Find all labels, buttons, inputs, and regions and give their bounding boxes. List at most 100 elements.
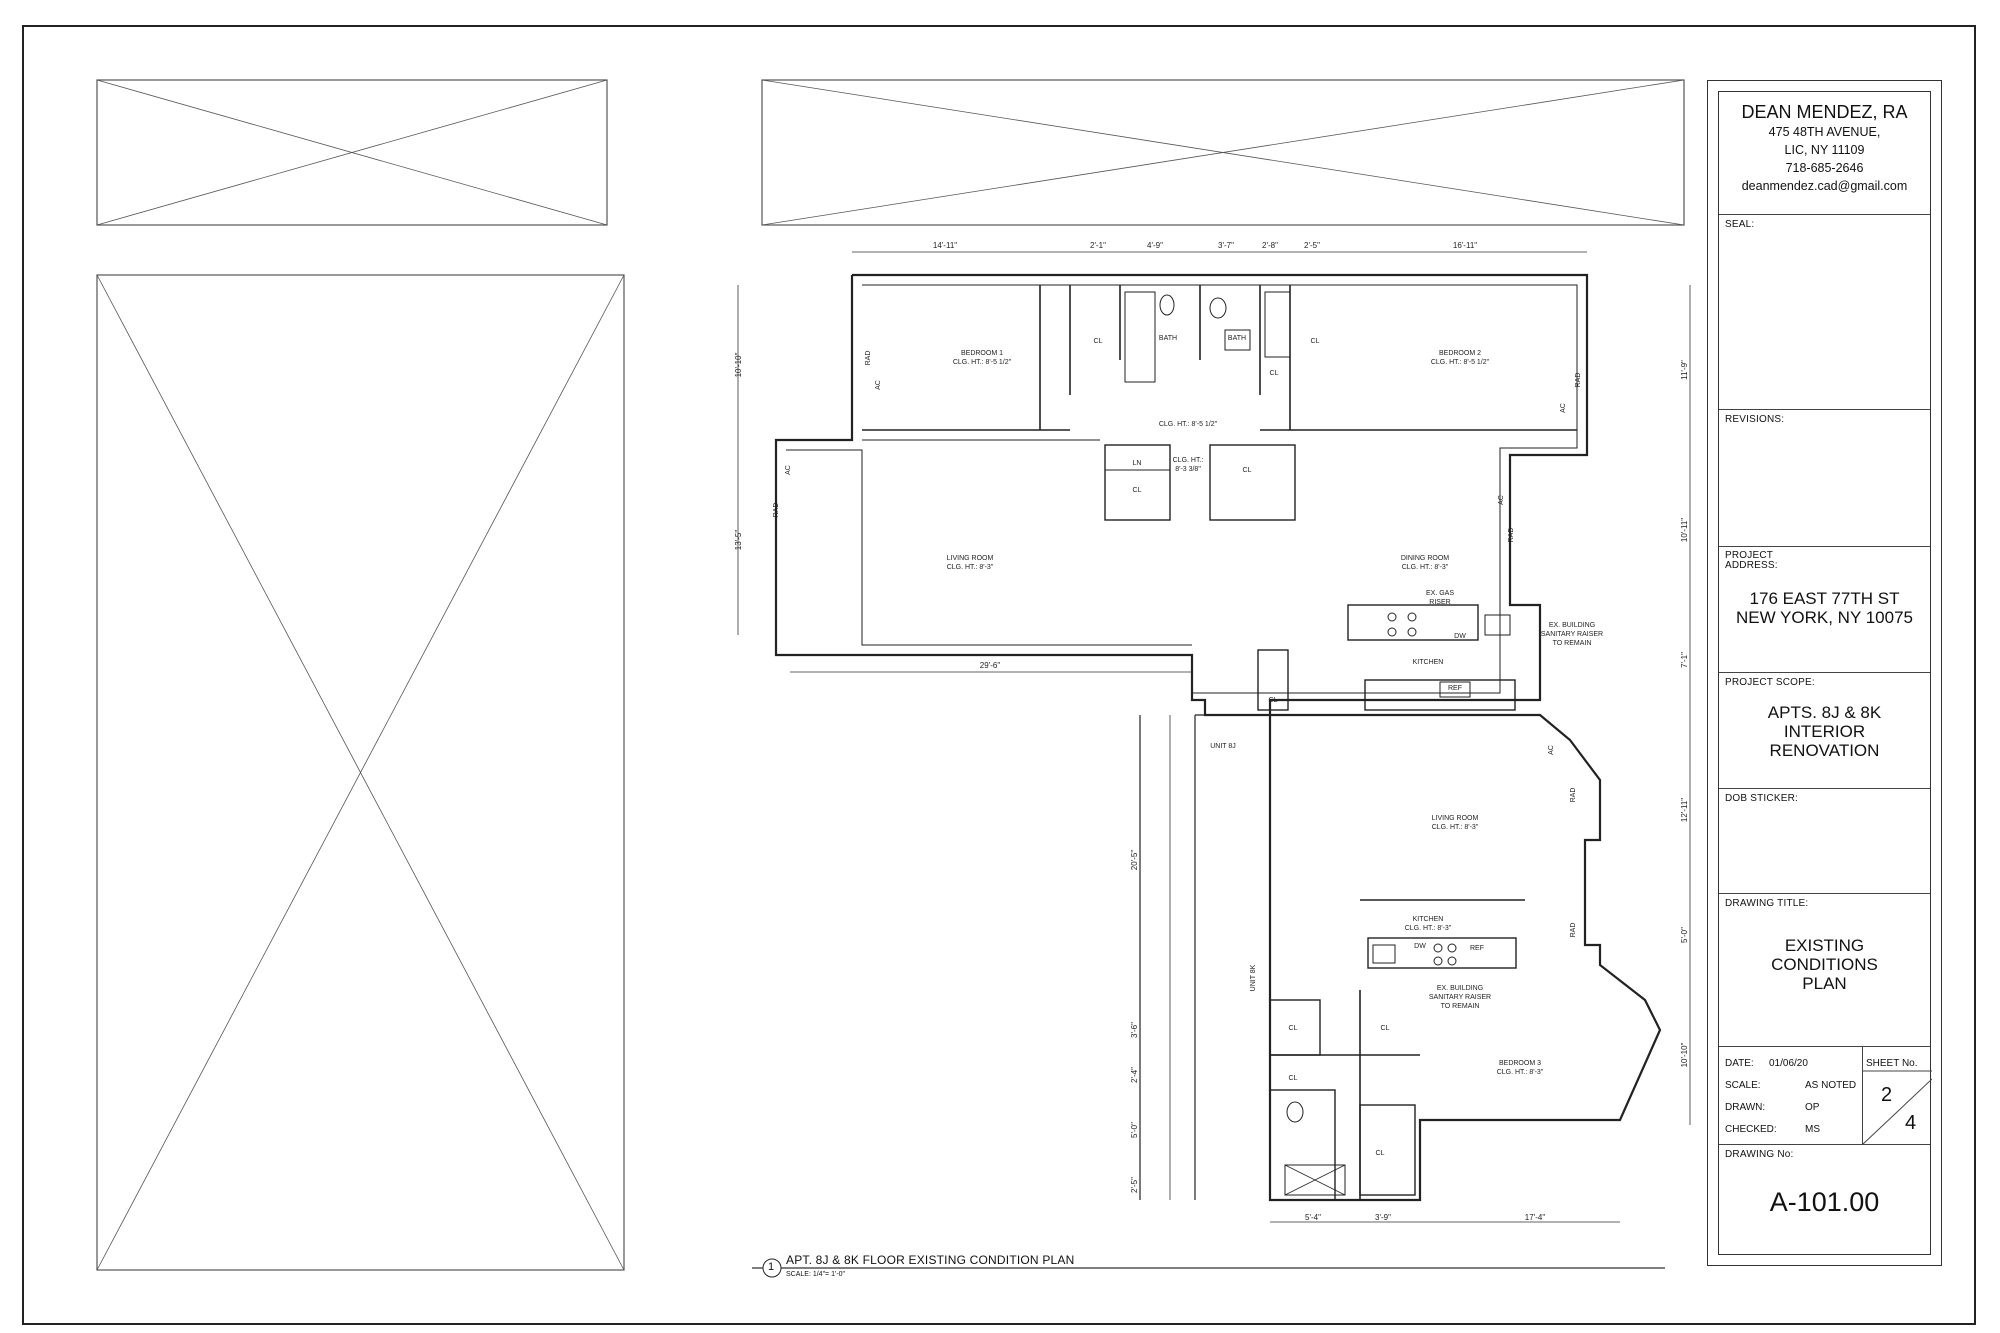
room-bath-2: BATH bbox=[1228, 335, 1246, 342]
room-cl-5: CL bbox=[1243, 467, 1252, 474]
dim-right-0: 11'-9" bbox=[1680, 360, 1689, 380]
drawing-no-label: DRAWING No: bbox=[1725, 1149, 1794, 1160]
room-dining: DINING ROOM bbox=[1401, 555, 1449, 562]
san-2b: SANITARY RAISER bbox=[1429, 994, 1491, 1001]
dim-right-3: 12'-11" bbox=[1680, 798, 1689, 822]
dim-bottom-2: 17'-4" bbox=[1525, 1213, 1546, 1222]
project-address-1: 176 EAST 77TH ST bbox=[1749, 589, 1900, 608]
room-living2-clg: CLG. HT.: 8'-3" bbox=[1432, 824, 1479, 831]
room-bedroom2-clg: CLG. HT.: 8'-5 1/2" bbox=[1431, 359, 1490, 366]
seal-label: SEAL: bbox=[1725, 219, 1755, 230]
title-block-outer bbox=[1707, 80, 1942, 1266]
room-bedroom2: BEDROOM 2 bbox=[1439, 350, 1481, 357]
title-block: DEAN MENDEZ, RA 475 48TH AVENUE, LIC, NY… bbox=[1718, 91, 1932, 1255]
kitchen-label-2: KITCHEN bbox=[1413, 916, 1444, 923]
date-label: DATE: bbox=[1725, 1058, 1754, 1069]
gas-riser-1: EX. GAS bbox=[1426, 590, 1454, 597]
dim-bottom-0: 5'-4" bbox=[1305, 1213, 1321, 1222]
rad-label-2: RAD bbox=[1575, 373, 1582, 388]
dim-right-2: 7'-1" bbox=[1680, 652, 1689, 668]
dim-unit-k-left-0: 20'-5" bbox=[1130, 850, 1139, 871]
room-bedroom1: BEDROOM 1 bbox=[961, 350, 1003, 357]
drawing-no: A-101.00 bbox=[1769, 1187, 1880, 1217]
san-1a: EX. BUILDING bbox=[1549, 622, 1595, 629]
dob-cell: DOB STICKER: bbox=[1719, 789, 1930, 894]
ac-label-4: AC bbox=[1498, 495, 1505, 505]
checked-value: MS bbox=[1805, 1124, 1820, 1135]
room-bedroom3-clg: CLG. HT.: 8'-3" bbox=[1497, 1069, 1544, 1076]
revisions-cell: REVISIONS: bbox=[1719, 410, 1930, 547]
ac-label-5: AC bbox=[1548, 745, 1555, 755]
room-hall-clg: CLG. HT.: 8'-5 1/2" bbox=[1159, 421, 1218, 428]
unit-8k-label: UNIT 8K bbox=[1250, 964, 1257, 991]
room-cl-3: CL bbox=[1270, 370, 1279, 377]
drawing-number-circle bbox=[762, 1258, 782, 1278]
unit-8j-label: UNIT 8J bbox=[1210, 743, 1236, 750]
dw-label-2: DW bbox=[1414, 943, 1426, 950]
room-living1-clg: CLG. HT.: 8'-3" bbox=[947, 564, 994, 571]
title-line-2: CONDITIONS bbox=[1771, 955, 1878, 974]
room-cl-8: CL bbox=[1381, 1025, 1390, 1032]
room-living1: LIVING ROOM bbox=[947, 555, 994, 562]
rad-label-6: RAD bbox=[1570, 923, 1577, 938]
rad-label-1: RAD bbox=[865, 351, 872, 366]
dim-bottom-1: 3'-9" bbox=[1375, 1213, 1391, 1222]
dim-top-3: 3'-7" bbox=[1218, 241, 1234, 250]
scope-line-2: INTERIOR bbox=[1783, 722, 1866, 741]
placeholder-left-tall bbox=[96, 274, 625, 1271]
dw-label-1: DW bbox=[1454, 633, 1466, 640]
scope-line-3: RENOVATION bbox=[1769, 741, 1880, 760]
san-1b: SANITARY RAISER bbox=[1541, 631, 1603, 638]
room-dining-clg: CLG. HT.: 8'-3" bbox=[1402, 564, 1449, 571]
ref-label-1: REF bbox=[1448, 685, 1462, 692]
placeholder-top-center bbox=[761, 79, 1685, 226]
firm-info: DEAN MENDEZ, RA 475 48TH AVENUE, LIC, NY… bbox=[1719, 102, 1930, 195]
drawing-title-cell: DRAWING TITLE: EXISTING CONDITIONS PLAN bbox=[1719, 894, 1930, 1047]
firm-address-2: LIC, NY 11109 bbox=[1784, 143, 1865, 157]
dim-top-0: 14'-11" bbox=[933, 241, 957, 250]
project-address-label: PROJECT ADDRESS: bbox=[1725, 551, 1778, 571]
dim-unit-k-left-4: 2'-5" bbox=[1130, 1177, 1139, 1193]
dim-left-0: 10'-10" bbox=[734, 352, 743, 377]
project-address-label-1: PROJECT bbox=[1725, 550, 1774, 561]
room-cl-4: CL bbox=[1133, 487, 1142, 494]
room-clg-small-1: CLG. HT.: bbox=[1173, 457, 1204, 464]
dim-top-2: 4'-9" bbox=[1147, 241, 1163, 250]
dim-top-5: 2'-5" bbox=[1304, 241, 1320, 250]
ac-label-3: AC bbox=[785, 465, 792, 475]
rad-label-4: RAD bbox=[1508, 528, 1515, 543]
date-value: 01/06/20 bbox=[1769, 1058, 1808, 1069]
dim-unit-k-left-1: 3'-6" bbox=[1130, 1022, 1139, 1038]
firm-cell: DEAN MENDEZ, RA 475 48TH AVENUE, LIC, NY… bbox=[1719, 92, 1930, 215]
kitchen2-clg: CLG. HT.: 8'-3" bbox=[1405, 925, 1452, 932]
project-address-label-2: ADDRESS: bbox=[1725, 560, 1778, 571]
rad-label-3: RAD bbox=[773, 503, 780, 518]
title-line-3: PLAN bbox=[1802, 974, 1847, 993]
scope-line-1: APTS. 8J & 8K bbox=[1767, 703, 1882, 722]
san-1c: TO REMAIN bbox=[1553, 640, 1592, 647]
ref-label-2: REF bbox=[1470, 945, 1484, 952]
sheet-label: SHEET No. bbox=[1866, 1058, 1918, 1069]
project-address: 176 EAST 77TH ST NEW YORK, NY 10075 bbox=[1719, 589, 1930, 627]
drawing-title: EXISTING CONDITIONS PLAN bbox=[1719, 936, 1930, 993]
project-scope: APTS. 8J & 8K INTERIOR RENOVATION bbox=[1719, 703, 1930, 760]
placeholder-top-left bbox=[96, 79, 608, 226]
title-line-1: EXISTING bbox=[1784, 936, 1865, 955]
firm-name: DEAN MENDEZ, RA bbox=[1741, 102, 1908, 122]
room-cl-10: CL bbox=[1376, 1150, 1385, 1157]
dim-living-width: 29'-6" bbox=[980, 661, 1001, 670]
sheet-number: 2 bbox=[1881, 1084, 1893, 1106]
dim-top-6: 16'-11" bbox=[1453, 241, 1477, 250]
dim-top-1: 2'-1" bbox=[1090, 241, 1106, 250]
revisions-label: REVISIONS: bbox=[1725, 414, 1785, 425]
project-scope-label: PROJECT SCOPE: bbox=[1725, 677, 1815, 688]
project-address-cell: PROJECT ADDRESS: 176 EAST 77TH ST NEW YO… bbox=[1719, 547, 1930, 673]
scale-label: SCALE: bbox=[1725, 1080, 1761, 1091]
room-ln: LN bbox=[1133, 460, 1142, 467]
project-address-2: NEW YORK, NY 10075 bbox=[1735, 608, 1913, 627]
san-2a: EX. BUILDING bbox=[1437, 985, 1483, 992]
room-bath-1: BATH bbox=[1159, 335, 1177, 342]
san-2c: TO REMAIN bbox=[1441, 1003, 1480, 1010]
caption-scale: SCALE: 1/4"= 1'-0" bbox=[786, 1271, 846, 1278]
